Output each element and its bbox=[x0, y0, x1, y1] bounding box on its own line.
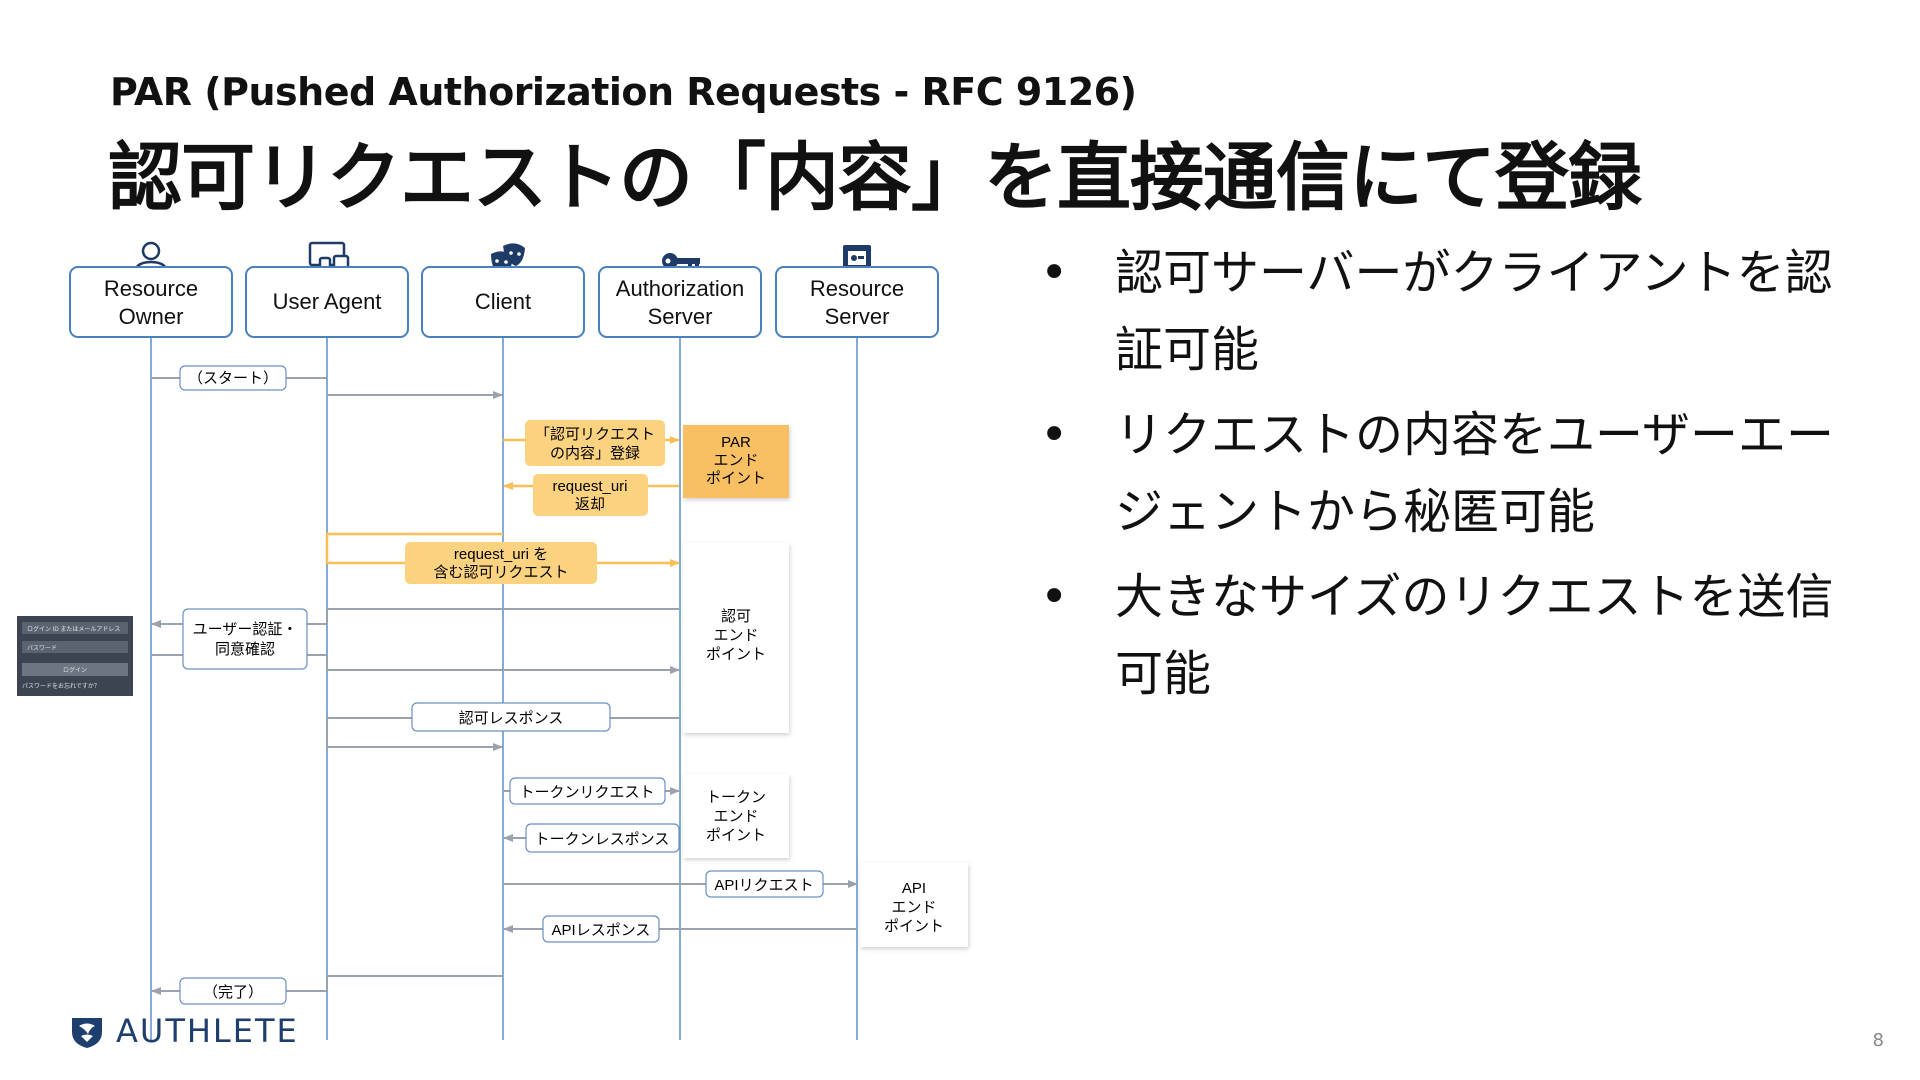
actor-box bbox=[598, 266, 762, 338]
login-id-field-text: ログイン ID またはメールアドレス bbox=[27, 625, 120, 633]
auth-request-text-1: request_uri を bbox=[454, 546, 548, 563]
bullet-item: 大きなサイズのリクエストを送信可能 bbox=[1040, 559, 1860, 713]
par-endpoint-text-2: エンド bbox=[713, 452, 758, 469]
api-endpoint-text-3: ポイント bbox=[884, 918, 944, 935]
actor-label: Owner bbox=[119, 304, 184, 329]
user-auth-text-1: ユーザー認証・ bbox=[193, 621, 298, 638]
token-endpoint-text-3: ポイント bbox=[706, 827, 766, 844]
token-request-text: トークンリクエスト bbox=[519, 784, 654, 801]
api-request-label bbox=[705, 870, 824, 898]
login-password-field-text: パスワード bbox=[27, 645, 57, 652]
actor-label: Authorization bbox=[616, 276, 744, 301]
user-auth-label bbox=[182, 608, 308, 670]
end-text: （完了） bbox=[203, 984, 263, 1001]
forgot-password-link: パスワードをお忘れですか？ bbox=[22, 682, 100, 690]
actor-box bbox=[421, 266, 585, 338]
api-request-text: APIリクエスト bbox=[714, 877, 813, 894]
actor-box bbox=[775, 266, 939, 338]
slide-subtitle: PAR (Pushed Authorization Requests - RFC… bbox=[110, 70, 1137, 114]
token-response-label bbox=[525, 823, 680, 853]
auth-response-label bbox=[411, 702, 611, 732]
request-uri-return-text-2: 返却 bbox=[575, 496, 605, 513]
start-label bbox=[179, 365, 287, 391]
request-uri-return-label bbox=[533, 474, 648, 516]
token-response-text: トークンレスポンス bbox=[535, 831, 670, 848]
actor-label: Client bbox=[475, 289, 531, 314]
token-endpoint-text-2: エンド bbox=[713, 808, 758, 825]
api-response-text: APIレスポンス bbox=[552, 922, 651, 939]
authorization-endpoint-text-2: エンド bbox=[713, 627, 758, 644]
endpoints: PAR エンド ポイント 認可 エンド ポイント トークン エンド ポイント A… bbox=[683, 425, 968, 947]
authlete-logo-text: AUTHLETE bbox=[116, 1012, 299, 1050]
authorization-endpoint-box bbox=[683, 543, 789, 733]
actor-label: Resource bbox=[810, 276, 904, 301]
authorization-endpoint-text-1: 認可 bbox=[721, 608, 751, 625]
api-endpoint-text-1: API bbox=[902, 880, 926, 897]
api-endpoint-box bbox=[860, 863, 968, 947]
auth-request-label bbox=[405, 542, 597, 584]
login-password-field bbox=[22, 641, 128, 653]
login-id-field bbox=[22, 622, 128, 634]
slide-title: 認可リクエストの「内容」を直接通信にて登録 bbox=[108, 135, 1642, 221]
par-request-label bbox=[525, 420, 665, 466]
key-icon bbox=[662, 253, 700, 269]
lifelines bbox=[150, 337, 858, 1040]
auth-response-text: 認可レスポンス bbox=[459, 710, 564, 727]
login-form-thumbnail: ログイン ID またはメールアドレス パスワード ログイン パスワードをお忘れで… bbox=[17, 616, 133, 696]
authlete-logo-icon bbox=[72, 1018, 102, 1048]
bullet-list: 認可サーバーがクライアントを認証可能 リクエストの内容をユーザーエージェントから… bbox=[1040, 235, 1860, 721]
api-endpoint-text-2: エンド bbox=[891, 899, 936, 916]
token-endpoint-box bbox=[683, 774, 789, 858]
page-number: 8 bbox=[1872, 1030, 1884, 1051]
par-request-text-2: の内容」登録 bbox=[550, 445, 640, 462]
messages: （スタート） 「認可リクエスト の内容」登録 request_uri 返却 re… bbox=[151, 365, 858, 1005]
api-response-label bbox=[542, 915, 660, 943]
actor-label: User Agent bbox=[273, 289, 382, 314]
actor-label: Server bbox=[648, 304, 713, 329]
auth-request-text-2: 含む認可リクエスト bbox=[433, 564, 568, 581]
par-endpoint-box bbox=[683, 425, 789, 498]
bullet-item: 認可サーバーがクライアントを認証可能 bbox=[1040, 235, 1860, 389]
login-button-text: ログイン bbox=[63, 666, 87, 674]
user-auth-text-2: 同意確認 bbox=[215, 640, 275, 658]
actor-box bbox=[69, 266, 233, 338]
authorization-endpoint-text-3: ポイント bbox=[706, 646, 766, 663]
end-label bbox=[179, 977, 287, 1005]
start-text: （スタート） bbox=[188, 370, 278, 387]
actor-label: Resource bbox=[104, 276, 198, 301]
request-uri-return-text-1: request_uri bbox=[552, 478, 627, 495]
par-endpoint-text-3: ポイント bbox=[706, 470, 766, 487]
par-endpoint-text-1: PAR bbox=[721, 434, 751, 451]
actor-label: Server bbox=[825, 304, 890, 329]
token-request-label bbox=[509, 777, 666, 805]
bullet-item: リクエストの内容をユーザーエージェントから秘匿可能 bbox=[1040, 397, 1860, 551]
authlete-logo: AUTHLETE bbox=[68, 1012, 299, 1050]
par-request-text-1: 「認可リクエスト bbox=[535, 426, 655, 443]
actor-box bbox=[245, 266, 409, 338]
token-endpoint-text-1: トークン bbox=[706, 789, 766, 806]
login-button bbox=[22, 663, 128, 676]
